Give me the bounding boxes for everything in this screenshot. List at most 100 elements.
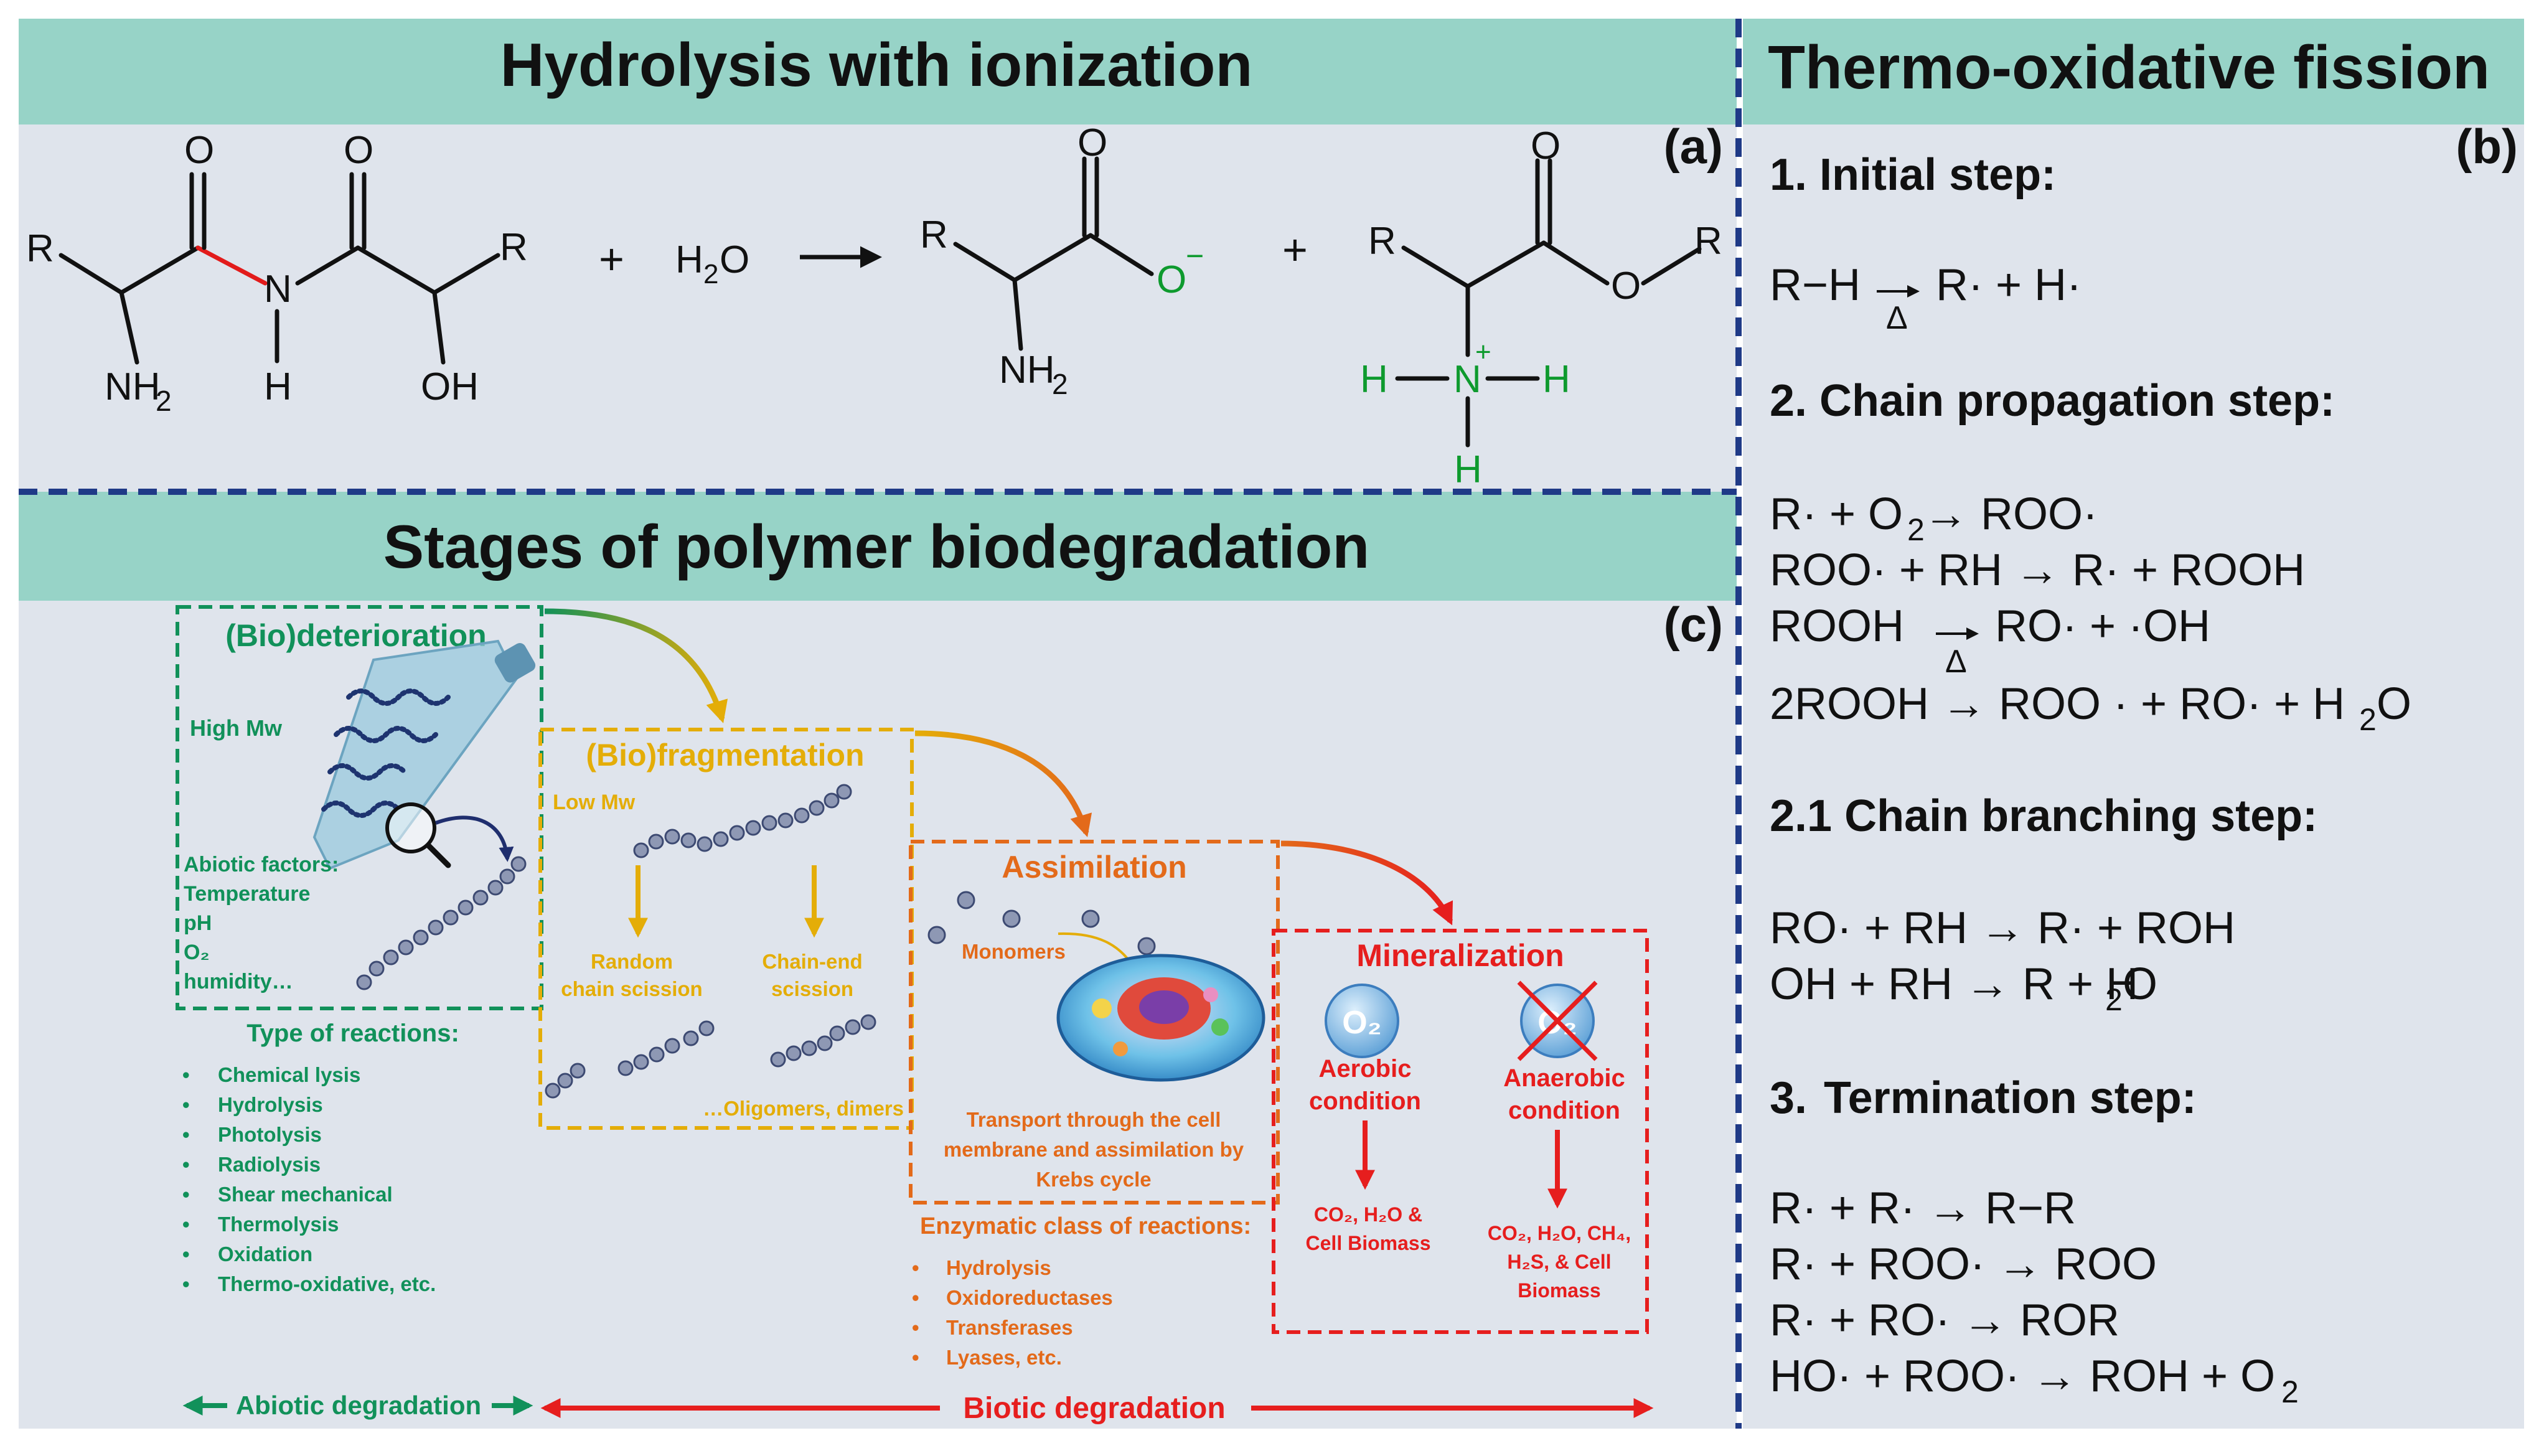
factor-item: humidity… bbox=[184, 970, 293, 993]
svg-text:•: • bbox=[912, 1286, 919, 1309]
atom-n-cation: N bbox=[1453, 358, 1481, 401]
atom-r: R bbox=[500, 226, 528, 269]
eq-termination-2: R· + ROO· → ROO bbox=[1770, 1239, 2157, 1289]
reactant-atoms: R R O O N H NH 2 OH bbox=[26, 129, 528, 417]
enzymatic-item: Lyases, etc. bbox=[946, 1346, 1062, 1369]
eq-propagation-3-right: RO· + ·OH bbox=[1995, 601, 2210, 651]
eq-branching-2-left: OH + RH → R + H bbox=[1770, 959, 2138, 1009]
negative-charge: − bbox=[1186, 238, 1204, 273]
step-branching: 2.1 Chain branching step: bbox=[1770, 791, 2317, 841]
atom-r: R bbox=[1368, 220, 1396, 263]
eq-termination-4: HO· + ROO· → ROH + O bbox=[1770, 1351, 2275, 1401]
svg-text:•: • bbox=[182, 1123, 190, 1146]
plus-sign: + bbox=[599, 235, 624, 283]
reaction-types-list: •Chemical lysis •Hydrolysis •Photolysis … bbox=[182, 1063, 436, 1295]
panel-a-background bbox=[19, 124, 1737, 492]
assimilation-title: Assimilation bbox=[1002, 850, 1186, 885]
carboxylate-product bbox=[953, 156, 1154, 351]
chain-end-line2: scission bbox=[771, 977, 853, 1000]
reaction-item: Thermo-oxidative, etc. bbox=[218, 1272, 436, 1295]
atom-oh: OH bbox=[421, 365, 479, 408]
aerobic-line2: condition bbox=[1309, 1087, 1421, 1115]
svg-text:•: • bbox=[182, 1093, 190, 1116]
subscript-2: 2 bbox=[2281, 1374, 2299, 1409]
ammonium-atoms: R R O O N + H H H bbox=[1360, 124, 1722, 491]
step-propagation: 2. Chain propagation step: bbox=[1770, 376, 2335, 426]
no-oxygen-icon: O₂ bbox=[1517, 980, 1598, 1061]
factor-item: O₂ bbox=[184, 941, 210, 964]
svg-text:•: • bbox=[182, 1242, 190, 1266]
atom-h: H bbox=[1360, 358, 1388, 401]
monomer-icons bbox=[927, 891, 1156, 956]
reactions-title: Type of reactions: bbox=[246, 1020, 459, 1047]
eq-termination-3: R· + RO· → ROR bbox=[1770, 1295, 2119, 1345]
oligomer-fragments bbox=[545, 1014, 876, 1099]
transport-text: Transport through the cell membrane and … bbox=[944, 1108, 1244, 1191]
arrow-fragmentation-to-assimilation bbox=[914, 730, 1092, 837]
water: H 2 O bbox=[675, 238, 749, 289]
heat-symbol: Δ bbox=[1886, 300, 1908, 336]
enzymatic-item: Oxidoreductases bbox=[946, 1286, 1113, 1309]
zoom-arrow bbox=[434, 815, 514, 862]
reaction-item: Hydrolysis bbox=[218, 1093, 323, 1116]
atom-nh: NH bbox=[999, 349, 1055, 392]
svg-text:•: • bbox=[912, 1316, 919, 1339]
atom-o: O bbox=[1077, 121, 1107, 164]
scission-labels: Random chain scission Chain-end scission bbox=[561, 950, 862, 1000]
anaerobic-product-line2: H₂S, & Cell bbox=[1507, 1251, 1611, 1273]
subscript-2: 2 bbox=[2105, 982, 2123, 1017]
transport-line3: Krebs cycle bbox=[1036, 1168, 1151, 1191]
svg-text:•: • bbox=[912, 1256, 919, 1279]
water-o: O bbox=[720, 238, 749, 281]
atom-o: O bbox=[1531, 124, 1561, 167]
eq-branching-2-right: O bbox=[2123, 959, 2157, 1009]
eq-propagation-3-left: ROOH bbox=[1770, 601, 1904, 651]
panel-b-title: Thermo-oxidative fission bbox=[1768, 33, 2490, 101]
svg-text:•: • bbox=[182, 1063, 190, 1086]
panel-a-banner bbox=[19, 19, 1737, 124]
deterioration-box bbox=[176, 605, 543, 1010]
step-termination-number: 3. bbox=[1770, 1073, 1807, 1123]
svg-text:•: • bbox=[182, 1272, 190, 1295]
ammonium-product bbox=[1395, 158, 1702, 448]
eq-propagation-1-right: → ROO· bbox=[1923, 489, 2098, 539]
assimilation-box bbox=[909, 840, 1280, 1205]
panel-b-banner bbox=[1743, 19, 2524, 124]
svg-text:•: • bbox=[912, 1346, 919, 1369]
svg-text:•: • bbox=[182, 1213, 190, 1236]
cell-illustration bbox=[1056, 954, 1265, 1082]
random-line2: chain scission bbox=[561, 977, 702, 1000]
eq-propagation-2: ROO· + RH → R· + ROOH bbox=[1770, 545, 2305, 595]
condition-labels: Aerobic condition Anaerobic condition bbox=[1309, 1055, 1625, 1124]
eq-branching-1: RO· + RH → R· + ROH bbox=[1770, 903, 2235, 953]
carboxylate-atoms: R O O − NH 2 bbox=[920, 121, 1204, 400]
abiotic-factors: Abiotic factors: Temperature pH O₂ humid… bbox=[184, 853, 339, 993]
step-initial: 1. Initial step: bbox=[1770, 150, 2056, 200]
enzymatic-title: Enzymatic class of reactions: bbox=[920, 1213, 1251, 1239]
oligomers-label: …Oligomers, dimers bbox=[703, 1097, 904, 1120]
step-termination: Termination step: bbox=[1824, 1073, 2197, 1123]
anaerobic-product-line3: Biomass bbox=[1518, 1279, 1600, 1302]
atom-h: H bbox=[1542, 358, 1570, 401]
positive-charge: + bbox=[1475, 337, 1491, 367]
atom-r: R bbox=[920, 214, 948, 256]
factor-item: Abiotic factors: bbox=[184, 853, 339, 876]
factor-item: pH bbox=[184, 911, 212, 935]
reaction-item: Radiolysis bbox=[218, 1153, 321, 1176]
subscript-2: 2 bbox=[2359, 702, 2377, 737]
aerobic-product-line2: Cell Biomass bbox=[1306, 1232, 1431, 1254]
atom-o: O bbox=[1611, 265, 1641, 308]
atom-r: R bbox=[26, 227, 54, 270]
cleaved-amide-bond bbox=[195, 245, 268, 286]
aerobic-product-line1: CO₂, H₂O & bbox=[1314, 1203, 1422, 1226]
reaction-item: Oxidation bbox=[218, 1242, 312, 1266]
reaction-item: Chemical lysis bbox=[218, 1063, 360, 1086]
atom-h: H bbox=[264, 365, 292, 408]
magnifier-icon bbox=[385, 802, 451, 868]
oxygen-bubble-icon: O₂ bbox=[1325, 984, 1399, 1058]
chain-end-line1: Chain-end bbox=[762, 950, 862, 973]
high-mw-label: High Mw bbox=[190, 715, 283, 741]
fragmentation-box bbox=[538, 728, 914, 1130]
eq-termination-1: R· + R· → R−R bbox=[1770, 1183, 2076, 1233]
